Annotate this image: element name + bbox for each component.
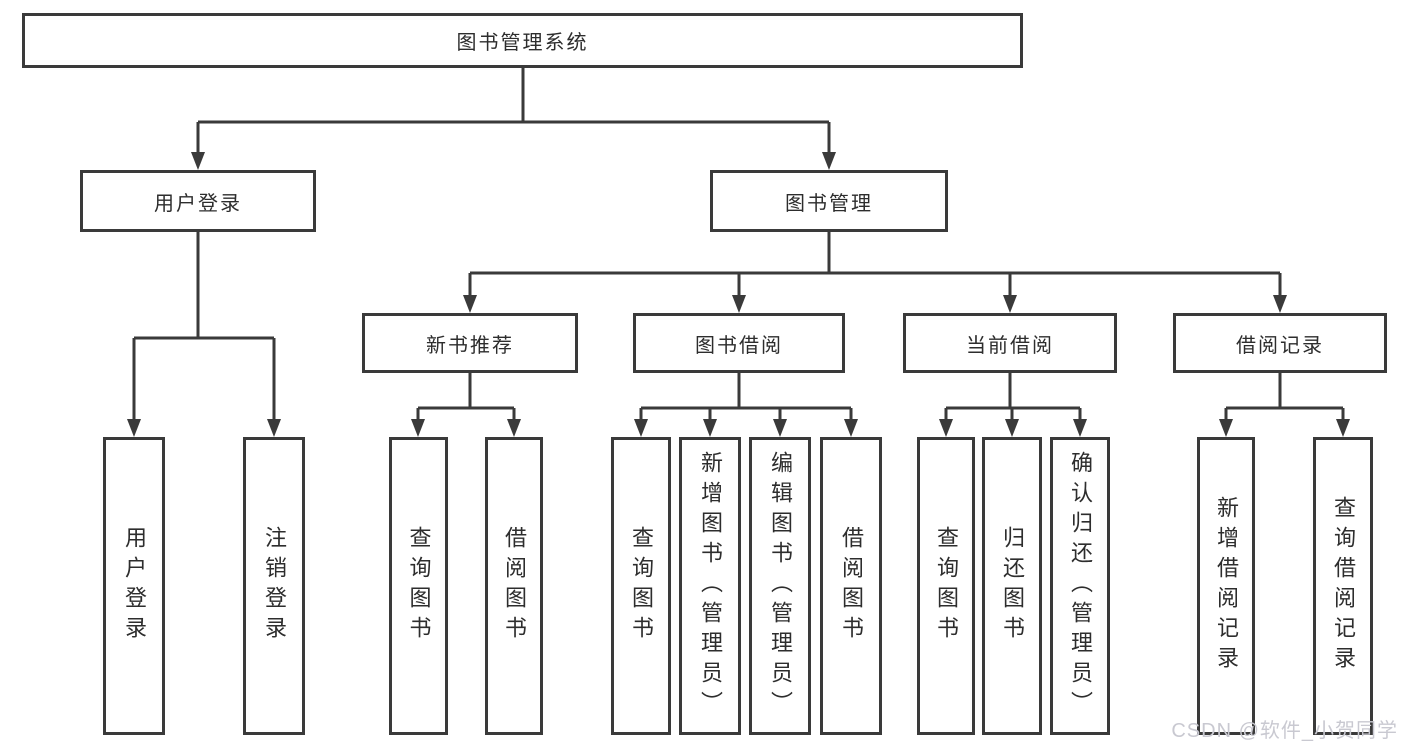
leaf-recommend-borrow-book: 借阅图书	[485, 437, 543, 735]
leaf-recommend-query-book: 查询图书	[389, 437, 448, 735]
connector-book-management-children	[463, 232, 1287, 313]
node-label: 图书管理系统	[456, 32, 589, 54]
arrow-down-icon	[1005, 419, 1019, 437]
leaf-record-add: 新增借阅记录	[1197, 437, 1255, 735]
node-label: 用户登录	[154, 192, 242, 215]
leaf-current-query-book: 查询图书	[917, 437, 975, 735]
connector-user-login-children	[127, 232, 281, 437]
connector-borrow-record-children	[1219, 373, 1350, 437]
connector-new-book-recommend-children	[411, 373, 521, 437]
arrow-down-icon	[1219, 419, 1233, 437]
arrow-down-icon	[773, 419, 787, 437]
arrow-down-icon	[411, 419, 425, 437]
node-label: 新增借阅记录	[1214, 496, 1239, 676]
arrow-down-icon	[267, 419, 281, 437]
node-borrow-record: 借阅记录	[1173, 313, 1387, 373]
node-book-borrow: 图书借阅	[633, 313, 845, 373]
node-label: 查询图书	[629, 526, 654, 646]
arrow-down-icon	[127, 419, 141, 437]
node-label: 新增图书（管理员）	[698, 451, 723, 721]
arrow-down-icon	[634, 419, 648, 437]
node-label: 查询图书	[934, 526, 959, 646]
leaf-borrow-add-book-admin: 新增图书（管理员）	[679, 437, 741, 735]
node-label: 借阅记录	[1236, 334, 1324, 357]
arrow-down-icon	[822, 152, 836, 170]
arrow-down-icon	[844, 419, 858, 437]
node-new-book-recommend: 新书推荐	[362, 313, 578, 373]
arrow-down-icon	[507, 419, 521, 437]
node-label: 编辑图书（管理员）	[768, 451, 793, 721]
node-label: 归还图书	[1000, 526, 1025, 646]
leaf-borrow-borrow-book: 借阅图书	[820, 437, 882, 735]
leaf-borrow-edit-book-admin: 编辑图书（管理员）	[749, 437, 811, 735]
leaf-borrow-query-book: 查询图书	[611, 437, 671, 735]
node-label: 注销登录	[262, 526, 287, 646]
connector-root-to-level2	[191, 68, 836, 170]
node-label: 借阅图书	[839, 526, 864, 646]
arrow-down-icon	[1336, 419, 1350, 437]
node-label: 查询借阅记录	[1331, 496, 1356, 676]
node-user-login: 用户登录	[80, 170, 316, 232]
arrow-down-icon	[463, 295, 477, 313]
node-label: 图书借阅	[695, 334, 783, 357]
node-label: 新书推荐	[426, 334, 514, 357]
arrow-down-icon	[191, 152, 205, 170]
arrow-down-icon	[703, 419, 717, 437]
leaf-current-return-book: 归还图书	[982, 437, 1042, 735]
node-label: 查询图书	[406, 526, 432, 646]
connector-book-borrow-children	[634, 373, 858, 437]
csdn-watermark: CSDN @软件_小贺同学	[1171, 720, 1398, 742]
arrow-down-icon	[1273, 295, 1287, 313]
arrow-down-icon	[732, 295, 746, 313]
node-book-management: 图书管理	[710, 170, 948, 232]
leaf-record-query: 查询借阅记录	[1313, 437, 1373, 735]
leaf-user-login: 用户登录	[103, 437, 165, 735]
connector-current-borrow-children	[939, 373, 1087, 437]
node-label: 用户登录	[122, 526, 147, 646]
leaf-current-confirm-return-admin: 确认归还（管理员）	[1050, 437, 1110, 735]
node-root-system: 图书管理系统	[22, 13, 1023, 68]
node-label: 确认归还（管理员）	[1068, 451, 1093, 721]
arrow-down-icon	[1003, 295, 1017, 313]
arrow-down-icon	[939, 419, 953, 437]
node-label: 当前借阅	[966, 334, 1054, 357]
leaf-logout: 注销登录	[243, 437, 305, 735]
arrow-down-icon	[1073, 419, 1087, 437]
node-label: 图书管理	[785, 192, 873, 215]
node-label: 借阅图书	[502, 526, 527, 646]
node-current-borrow: 当前借阅	[903, 313, 1117, 373]
